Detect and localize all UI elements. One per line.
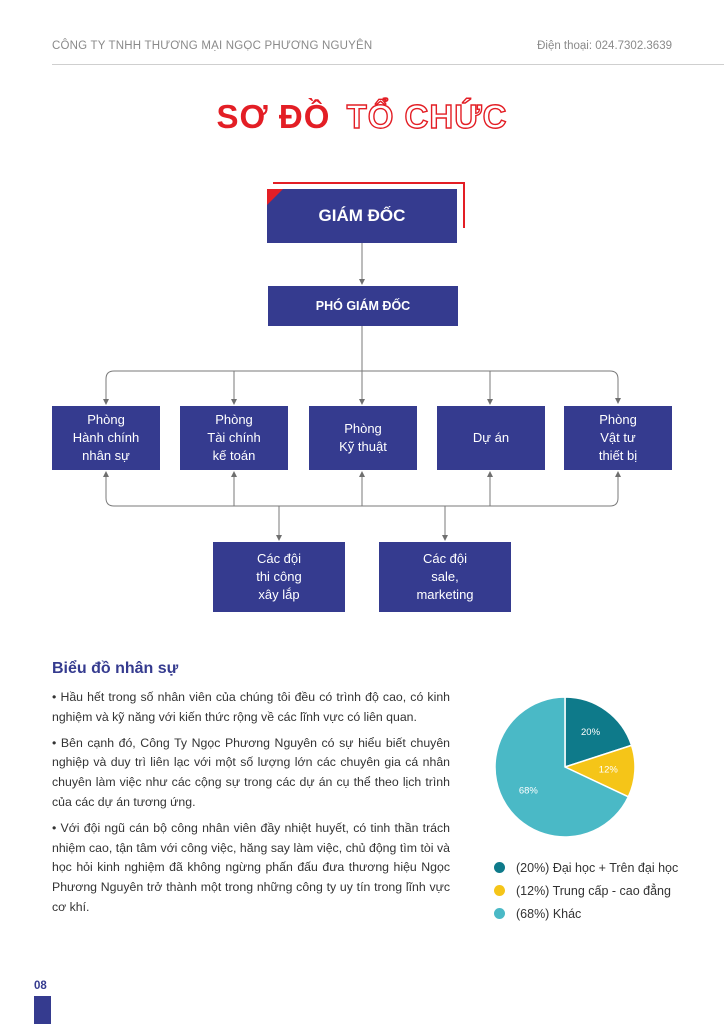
dept-hr-box: Phòng Hành chính nhân sự bbox=[52, 406, 160, 470]
director-box: GIÁM ĐỐC bbox=[267, 189, 457, 243]
dept-finance-box: Phòng Tài chính kế toán bbox=[180, 406, 288, 470]
director-accent-triangle bbox=[267, 189, 283, 205]
legend-item: (68%) Khác bbox=[494, 902, 678, 925]
staff-pie-chart: 20% 12% 68% bbox=[494, 696, 636, 838]
body-text: • Hầu hết trong số nhân viên của chúng t… bbox=[52, 688, 450, 924]
team-construction-box: Các đội thi công xây lắp bbox=[213, 542, 345, 612]
title-part-2: TỔ CHỨC bbox=[346, 97, 508, 135]
pie-slice-label: 12% bbox=[599, 765, 619, 776]
pie-legend: (20%) Đại học + Trên đại học (12%) Trung… bbox=[494, 856, 678, 925]
title-part-1: SƠ ĐỒ bbox=[216, 98, 331, 135]
org-chart-connectors bbox=[103, 243, 621, 541]
phone-number: Điện thoại: 024.7302.3639 bbox=[537, 40, 672, 52]
paragraph-3: • Với đội ngũ cán bộ công nhân viên đầy … bbox=[52, 820, 450, 914]
paragraph-1: • Hầu hết trong số nhân viên của chúng t… bbox=[52, 690, 450, 724]
page-number: 08 bbox=[34, 980, 47, 992]
dept-supplies-box: Phòng Vật tư thiết bị bbox=[564, 406, 672, 470]
pie-slice bbox=[494, 696, 630, 838]
legend-dot bbox=[494, 862, 505, 873]
section-heading: Biểu đồ nhân sự bbox=[52, 660, 179, 677]
legend-label: (68%) Khác bbox=[516, 906, 582, 921]
page-number-bar bbox=[34, 996, 51, 1024]
legend-item: (12%) Trung cấp - cao đẳng bbox=[494, 879, 678, 902]
pie-slice-label: 20% bbox=[581, 727, 601, 738]
dept-technical-box: Phòng Kỹ thuật bbox=[309, 406, 417, 470]
legend-label: (20%) Đại học + Trên đại học bbox=[516, 860, 679, 875]
pie-slice bbox=[564, 696, 633, 769]
page-title: SƠ ĐỒ TỔ CHỨC bbox=[0, 97, 724, 136]
team-sales-box: Các đội sale, marketing bbox=[379, 542, 511, 612]
header-divider bbox=[52, 64, 724, 65]
legend-dot bbox=[494, 885, 505, 896]
legend-label: (12%) Trung cấp - cao đẳng bbox=[516, 883, 671, 898]
company-name: CÔNG TY TNHH THƯƠNG MẠI NGỌC PHƯƠNG NGUY… bbox=[52, 40, 373, 52]
dept-projects-box: Dự án bbox=[437, 406, 545, 470]
deputy-director-box: PHÓ GIÁM ĐỐC bbox=[268, 286, 458, 326]
legend-dot bbox=[494, 908, 505, 919]
pie-slice-label: 68% bbox=[519, 785, 539, 796]
director-accent-frame bbox=[273, 182, 465, 228]
paragraph-2: • Bên cạnh đó, Công Ty Ngọc Phương Nguyê… bbox=[52, 735, 450, 809]
legend-item: (20%) Đại học + Trên đại học bbox=[494, 856, 678, 879]
